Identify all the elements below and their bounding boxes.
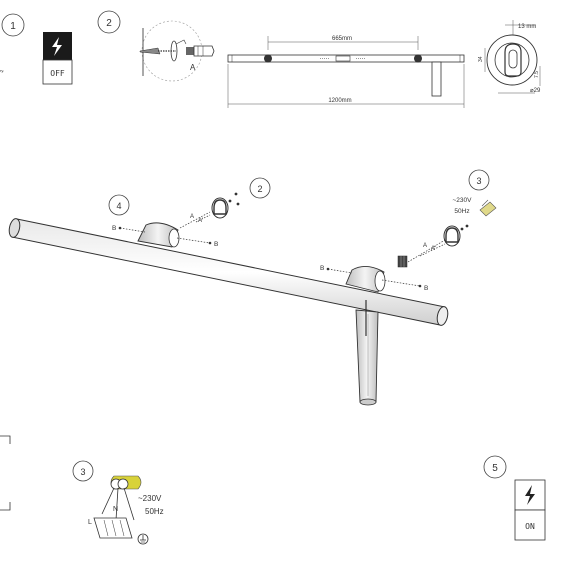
bracket-detail: 13 mm 34 7.5 ⌀29 (478, 20, 541, 94)
step-5-marker: 5 (483, 455, 507, 479)
step-4-marker: 4 (108, 194, 130, 216)
label-a: A (190, 63, 196, 72)
switch-off-label: OFF (50, 69, 65, 78)
voltage-top: ~230V (453, 197, 473, 204)
freq-top: 50Hz (454, 208, 469, 215)
wire-label-l: L (88, 519, 92, 526)
svg-text:1: 1 (10, 21, 16, 32)
install-lines-left (118, 211, 212, 245)
voltage-bottom: ~230V (138, 494, 162, 503)
wire-label-n: N (113, 506, 118, 513)
screw-detail: A (139, 20, 215, 82)
power-switch-on: ON (514, 479, 546, 541)
step-1-marker: 1 (1, 13, 25, 37)
right-bracket (443, 224, 469, 247)
dim-34: 34 (478, 56, 484, 62)
left-mount-cylinder (137, 222, 180, 248)
step-2-marker-mid: 2 (249, 177, 271, 199)
label-b3: B (320, 265, 324, 272)
dim-665: 665mm (332, 36, 352, 42)
switch-on-label: ON (525, 522, 535, 531)
dim-1200: 1200mm (328, 98, 351, 104)
power-switch-off: OFF (42, 32, 73, 85)
dim-29: ⌀29 (530, 88, 541, 94)
dimension-drawing: 665mm 1200mm (227, 36, 465, 108)
step-3-marker-bottom: 3 (72, 460, 94, 482)
install-lines-right (326, 239, 446, 288)
lightning-icon (525, 485, 535, 505)
terminal-block-mid (397, 255, 408, 268)
step-3-marker-mid: 3 (468, 169, 490, 191)
svg-text:2: 2 (106, 18, 112, 29)
label-b1: B (112, 225, 116, 232)
freq-bottom: 50Hz (145, 507, 164, 516)
label-a-right: A (423, 243, 427, 249)
label-a-left-prime: A' (198, 218, 203, 224)
fixture-tube (8, 218, 449, 326)
step-2-marker-top: 2 (97, 10, 121, 34)
cutoff-text: ry. (0, 68, 4, 73)
crop-mark-left (0, 435, 11, 511)
wiring-detail (93, 475, 149, 545)
label-a-right-prime: A' (431, 246, 436, 252)
dim-13mm: 13 mm (518, 24, 536, 30)
lightning-icon (52, 37, 62, 56)
left-bracket (211, 192, 240, 219)
right-mount-cylinder (345, 266, 386, 293)
label-b4: B (424, 285, 428, 292)
svg-text:5: 5 (492, 463, 498, 474)
svg-text:3: 3 (80, 467, 85, 477)
svg-text:4: 4 (116, 201, 121, 211)
label-a-left: A (190, 214, 194, 220)
label-b2: B (214, 241, 218, 248)
dim-7-5: 7.5 (534, 71, 540, 78)
svg-text:2: 2 (257, 184, 262, 194)
svg-text:3: 3 (476, 176, 481, 186)
vertical-pendant (355, 300, 379, 406)
wire-connector-top (479, 199, 497, 217)
